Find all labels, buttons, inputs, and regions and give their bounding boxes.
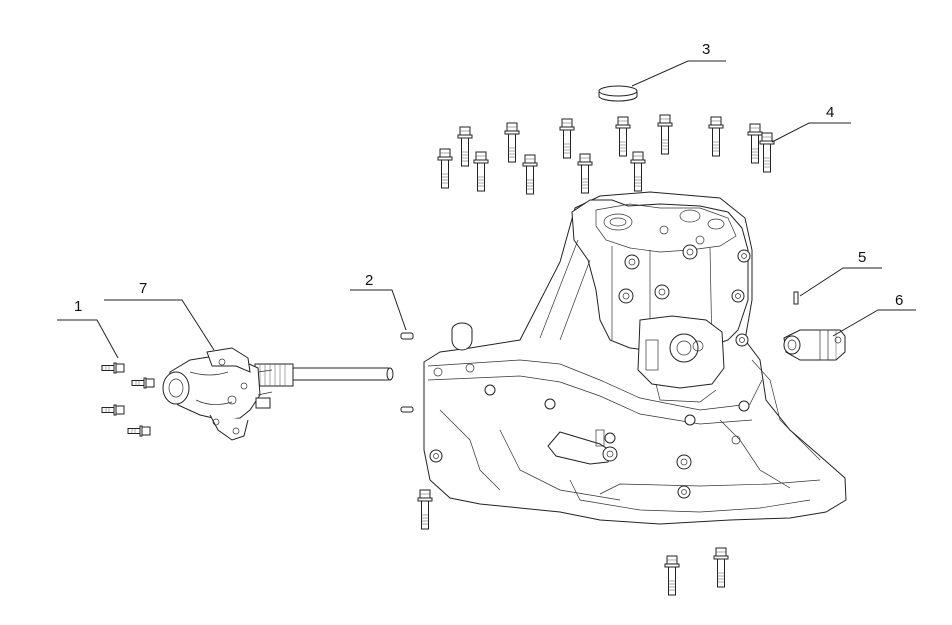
- shift-fitting: [783, 329, 846, 361]
- callout-5: 5: [858, 249, 866, 266]
- callout-leaders: [57, 60, 916, 359]
- callout-6: 6: [895, 292, 903, 309]
- bolt-set-top: [437, 114, 775, 195]
- callout-4: 4: [826, 104, 834, 121]
- callout-3: 3: [702, 41, 710, 58]
- transmission-housing: [423, 191, 847, 525]
- bolt-set-left: [101, 362, 155, 437]
- spring-pin: [793, 291, 799, 305]
- dowel-pins: [400, 332, 414, 413]
- callout-7: 7: [139, 280, 147, 297]
- callout-1: 1: [74, 298, 82, 315]
- callout-2: 2: [365, 272, 373, 289]
- plug-cap: [598, 85, 638, 102]
- shift-actuator-assembly: [162, 347, 394, 441]
